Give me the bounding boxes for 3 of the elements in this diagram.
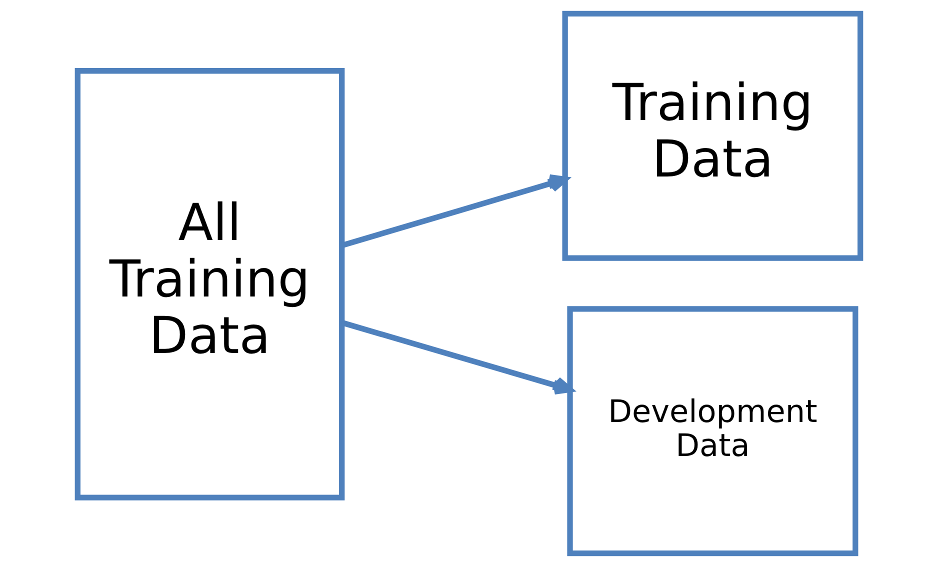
node-box: Training Data <box>562 10 864 261</box>
node-box: Development Data <box>567 306 858 556</box>
node-box: All Training Data <box>74 68 345 500</box>
